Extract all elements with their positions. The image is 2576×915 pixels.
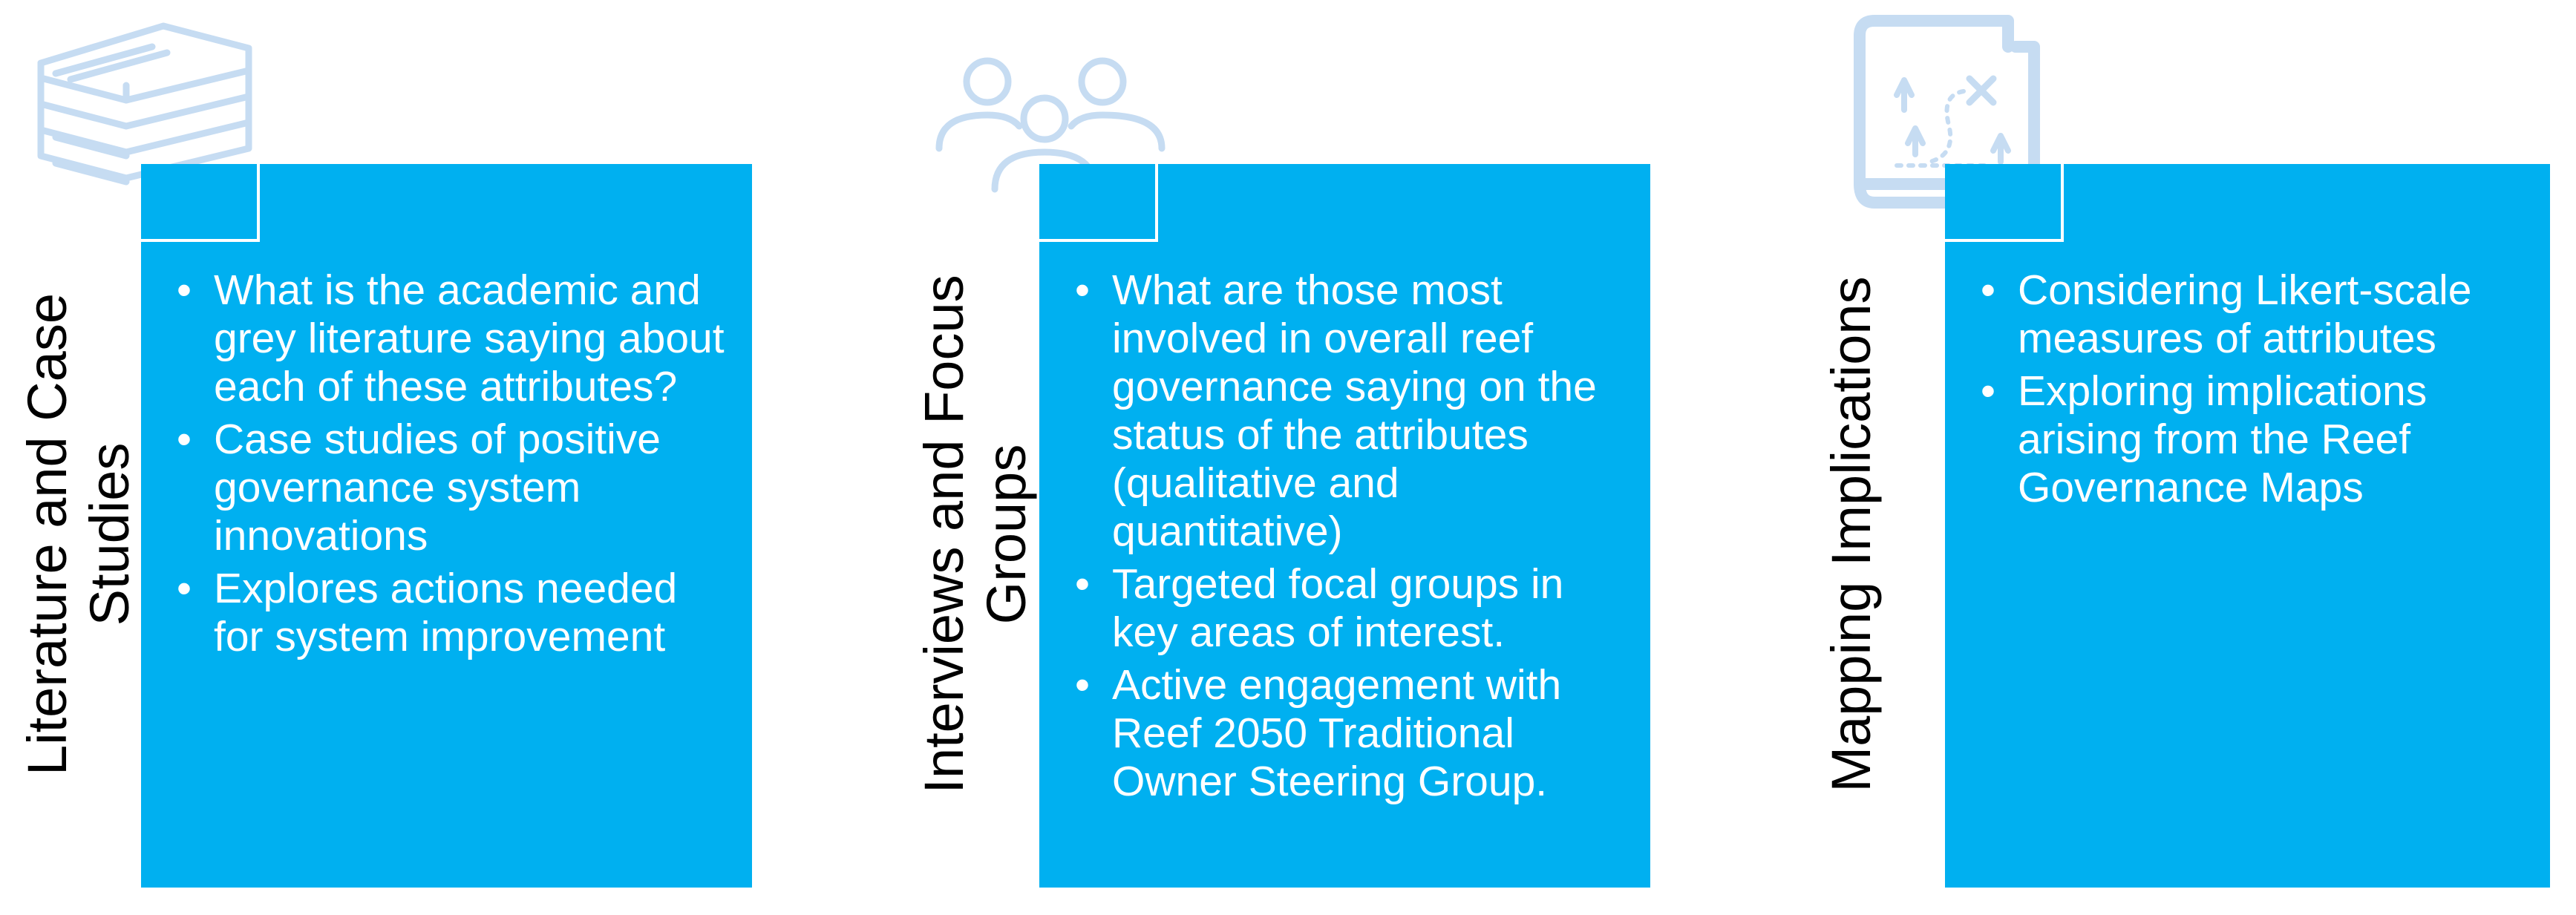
bullet-item: Targeted focal groups in key areas of in… bbox=[1075, 560, 1628, 657]
content-box: What is the academic and grey literature… bbox=[141, 164, 752, 888]
content-box: Considering Likert-scale measures of att… bbox=[1945, 164, 2550, 888]
column-mapping: Considering Likert-scale measures of att… bbox=[1804, 0, 2576, 915]
column-literature: What is the academic and grey literature… bbox=[0, 0, 765, 915]
bullet-list: Considering Likert-scale measures of att… bbox=[1981, 266, 2528, 512]
bullet-item: Explores actions needed for system impro… bbox=[177, 565, 730, 661]
bullet-item: Considering Likert-scale measures of att… bbox=[1981, 266, 2528, 363]
corner-bracket bbox=[1945, 164, 2064, 242]
corner-bracket bbox=[1039, 164, 1158, 242]
bullet-list: What are those most involved in overall … bbox=[1075, 266, 1628, 806]
bullet-list: What is the academic and grey literature… bbox=[177, 266, 730, 661]
column-interviews: What are those most involved in overall … bbox=[898, 0, 1663, 915]
column-title: Literature and Case Studies bbox=[16, 293, 140, 775]
bullet-item: What are those most involved in overall … bbox=[1075, 266, 1628, 556]
bullet-item: What is the academic and grey literature… bbox=[177, 266, 730, 411]
bullet-item: Active engagement with Reef 2050 Traditi… bbox=[1075, 661, 1628, 806]
books-icon bbox=[26, 19, 271, 211]
column-title: Mapping Implications bbox=[1820, 276, 1882, 793]
bullet-item: Case studies of positive governance syst… bbox=[177, 416, 730, 560]
corner-bracket bbox=[141, 164, 260, 242]
people-group-icon bbox=[932, 48, 1169, 197]
column-title: Interviews and Focus Groups bbox=[913, 275, 1037, 794]
bullet-item: Exploring implications arising from the … bbox=[1981, 367, 2528, 512]
content-box: What are those most involved in overall … bbox=[1039, 164, 1650, 888]
